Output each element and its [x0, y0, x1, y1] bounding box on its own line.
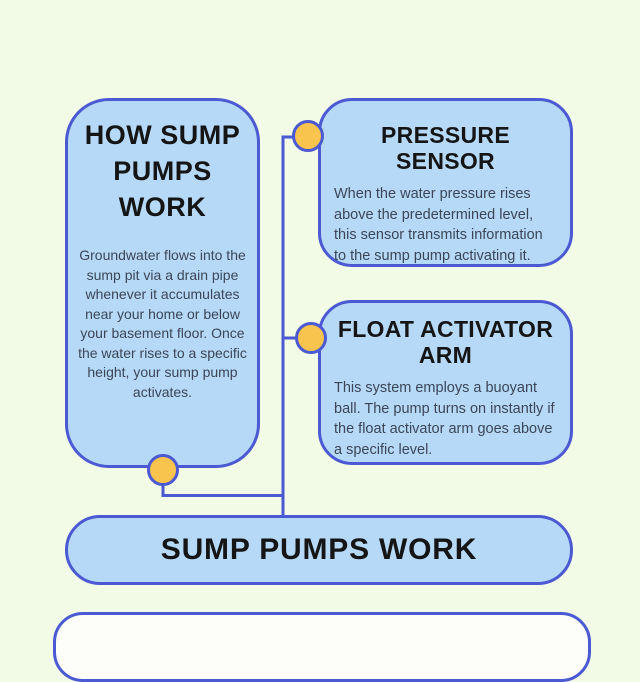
float-activator-arm-title: FLOAT ACTIVATOR ARM: [337, 316, 554, 368]
step-card-float-activator-arm: FLOAT ACTIVATOR ARM This system employs …: [318, 300, 573, 465]
intro-card-body: Groundwater flows into the sump pit via …: [78, 247, 247, 400]
connector-intro-branch: [161, 480, 283, 497]
connector-node-intro: [147, 454, 179, 486]
partial-bottom-card: [53, 612, 591, 682]
step-card-pressure-sensor: PRESSURE SENSOR When the water pressure …: [318, 98, 573, 267]
connector-node-float-activator-arm: [295, 322, 327, 354]
float-activator-arm-body: This system employs a buoyant ball. The …: [334, 380, 555, 458]
connector-main-spine: [281, 135, 297, 515]
intro-card: HOW SUMP PUMPS WORK Groundwater flows in…: [65, 98, 260, 468]
infographic-canvas: HOW SUMP PUMPS WORK Groundwater flows in…: [53, 98, 591, 682]
footer-banner: SUMP PUMPS WORK: [65, 515, 573, 585]
footer-banner-title: SUMP PUMPS WORK: [160, 533, 478, 566]
pressure-sensor-title: PRESSURE SENSOR: [381, 122, 510, 174]
intro-card-title: HOW SUMP PUMPS WORK: [84, 120, 241, 222]
pressure-sensor-body: When the water pressure rises above the …: [334, 186, 543, 264]
connector-node-pressure-sensor: [292, 120, 324, 152]
